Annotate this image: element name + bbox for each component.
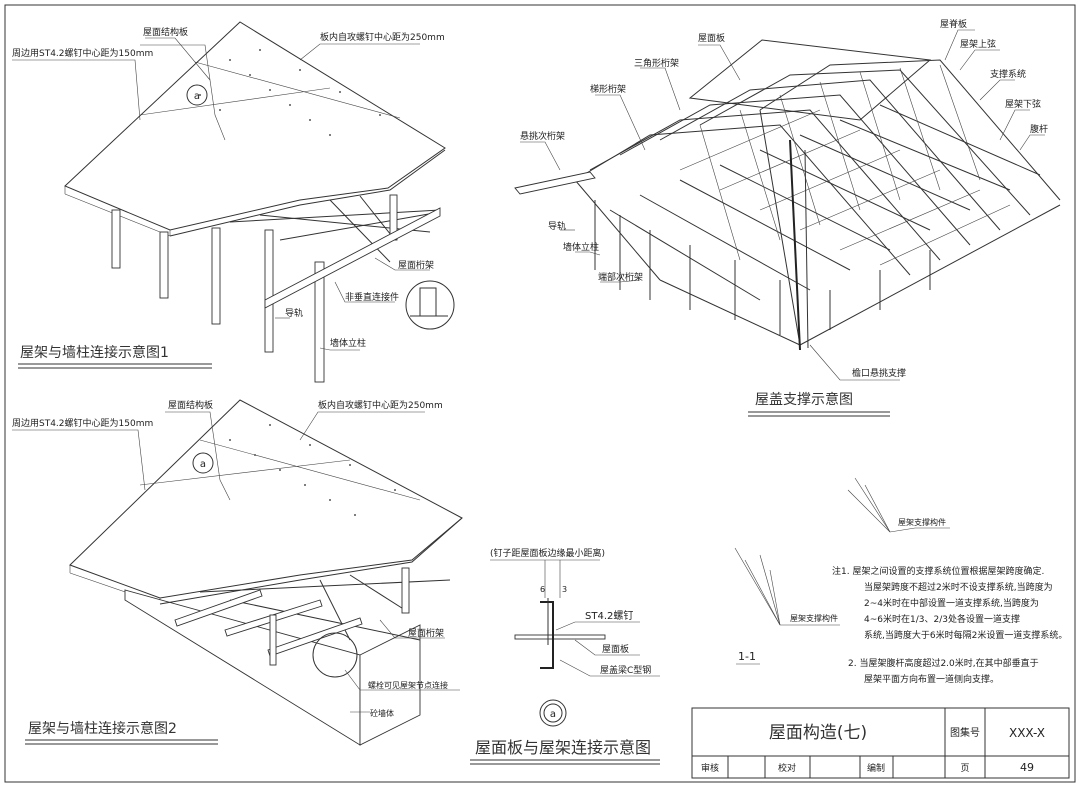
figure-1: a 屋面结构板 板内自攻螺钉中心距为250mm 周边用ST4.2螺钉中心距为15… xyxy=(12,21,455,383)
note-line-3: 2~4米时在中部设置一道支撑系统,当跨度为 xyxy=(864,597,1039,609)
figure-3: 屋面板 三角形桁架 梯形桁架 悬挑次桁架 导轨 墙体立柱 端部次桁架 屋脊板 屋… xyxy=(514,18,1061,417)
f1-connector-label: 非垂直连接件 xyxy=(345,291,399,303)
detail-marker-2-text: a xyxy=(200,459,206,470)
f1-truss-label: 屋面桁架 xyxy=(398,259,434,271)
f3-eave-sub-label: 悬挑次桁架 xyxy=(520,130,565,142)
atlas-label: 图集号 xyxy=(950,726,980,739)
f3-roof-panel-label: 屋面板 xyxy=(698,32,725,44)
f2-connector-label: 螺栓可见屋架节点连接 xyxy=(368,680,448,690)
atlas-number: XXX-X xyxy=(1009,726,1045,740)
figure-2: a 屋面结构板 板内自攻螺钉中心距为250mm 周边用ST4.2螺钉中心距为15… xyxy=(12,399,463,746)
f1-screw-mid-label: 板内自攻螺钉中心距为250mm xyxy=(320,31,445,43)
f1-screw-edge-label: 周边用ST4.2螺钉中心距为150mm xyxy=(12,47,153,59)
review-label: 审核 xyxy=(701,762,719,774)
figure-2-title: 屋架与墙柱连接示意图2 xyxy=(28,720,177,737)
page-label: 页 xyxy=(960,763,969,774)
f3-guide-rail-label: 导轨 xyxy=(548,220,566,232)
sheet-border xyxy=(4,4,1076,783)
f1-roof-panel-label: 屋面结构板 xyxy=(143,26,188,38)
f4-marker-circle xyxy=(539,699,567,727)
page-number: 49 xyxy=(1020,761,1034,774)
f3-end-sub-label: 端部次桁架 xyxy=(598,271,643,283)
f3-bracing-label: 支撑系统 xyxy=(990,68,1026,80)
figure-4: (钉子距屋面板边缘最小距离) 6 3 ST4.2螺钉 屋面板 屋盖梁C型钢 a … xyxy=(470,547,660,765)
detail-circle-1 xyxy=(405,280,455,330)
f4-marker-text: a xyxy=(550,709,556,720)
f3-web-label: 腹杆 xyxy=(1030,123,1048,135)
note-line-5: 系统,当跨度大于6米时每隔2米设置一道支撑系统。 xyxy=(864,629,1067,641)
screw-dots-2 xyxy=(229,424,396,516)
f3-triangle-label: 三角形桁架 xyxy=(634,57,679,69)
wall-studs-1 xyxy=(111,194,398,383)
section-1-1: 屋架支撑构件 屋架支撑构件 1-1 xyxy=(734,477,950,665)
check-label: 校对 xyxy=(778,762,796,774)
f3-truss-lattice xyxy=(574,59,1061,346)
f3-eave-cantilever xyxy=(514,171,596,195)
note-line-1: 注1. 屋架之间设置的支撑系统位置根据屋架跨度确定. xyxy=(832,565,1044,577)
f4-edge-note: (钉子距屋面板边缘最小距离) xyxy=(490,547,605,559)
f4-chord-label: 屋盖梁C型钢 xyxy=(600,664,651,676)
truss-members-2 xyxy=(174,567,410,666)
screw-dots-1 xyxy=(199,49,381,136)
section-member-b: 屋架支撑构件 xyxy=(790,613,838,623)
note-line-6: 2. 当屋架腹杆高度超过2.0米时,在其中部垂直于 xyxy=(848,657,1039,669)
draw-label: 编制 xyxy=(867,762,885,774)
f2-roof-panel-label: 屋面结构板 xyxy=(168,399,213,411)
note-line-4: 4~6米时在1/3、2/3处各设置一道支撑 xyxy=(864,613,1020,625)
f4-dim-1: 6 xyxy=(540,585,545,594)
f2-wall-label: 砼墙体 xyxy=(370,708,394,718)
notes: 注1. 屋架之间设置的支撑系统位置根据屋架跨度确定. 当屋架跨度不超过2米时不设… xyxy=(832,565,1067,685)
detail-marker-1 xyxy=(186,84,208,106)
f4-panel-label: 屋面板 xyxy=(602,643,629,655)
figure-1-title: 屋架与墙柱连接示意图1 xyxy=(20,344,169,361)
f4-screw-label: ST4.2螺钉 xyxy=(585,610,633,622)
f4-panel xyxy=(514,634,606,640)
title-block-title: 屋面构造(七) xyxy=(769,723,867,743)
figure-3-title: 屋盖支撑示意图 xyxy=(755,391,853,408)
detail-circle-2 xyxy=(312,632,358,678)
title-block: 屋面构造(七) 图集号 XXX-X 审核 校对 编制 页 49 xyxy=(691,707,1070,779)
f3-trapezoid-label: 梯形桁架 xyxy=(590,83,626,95)
f3-eave-support-label: 檐口悬挑支撑 xyxy=(852,367,906,379)
f4-dim-2: 3 xyxy=(562,585,567,594)
figure-4-title: 屋面板与屋架连接示意图 xyxy=(475,738,651,757)
detail-marker-2 xyxy=(192,452,214,474)
section-label: 1-1 xyxy=(738,650,756,663)
f2-screw-mid-label: 板内自攻螺钉中心距为250mm xyxy=(318,399,443,411)
f3-ridge-label: 屋脊板 xyxy=(940,18,967,30)
f2-screw-edge-label: 周边用ST4.2螺钉中心距为150mm xyxy=(12,417,153,429)
f3-top-chord-label: 屋架上弦 xyxy=(960,38,996,50)
note-line-7: 屋架平面方向布置一道侧向支撑。 xyxy=(864,673,999,685)
detail-marker-1-text: a xyxy=(194,91,200,102)
f3-bottom-chord-label: 屋架下弦 xyxy=(1005,98,1041,110)
f2-truss-label: 屋面桁架 xyxy=(408,627,444,639)
f3-wall-stud-label: 墙体立柱 xyxy=(563,241,599,253)
f1-wall-stud-label: 墙体立柱 xyxy=(330,337,366,349)
section-member-a: 屋架支撑构件 xyxy=(898,517,946,527)
note-line-2: 当屋架跨度不超过2米时不设支撑系统,当跨度为 xyxy=(864,581,1053,593)
f1-guide-rail-label: 导轨 xyxy=(285,307,303,319)
